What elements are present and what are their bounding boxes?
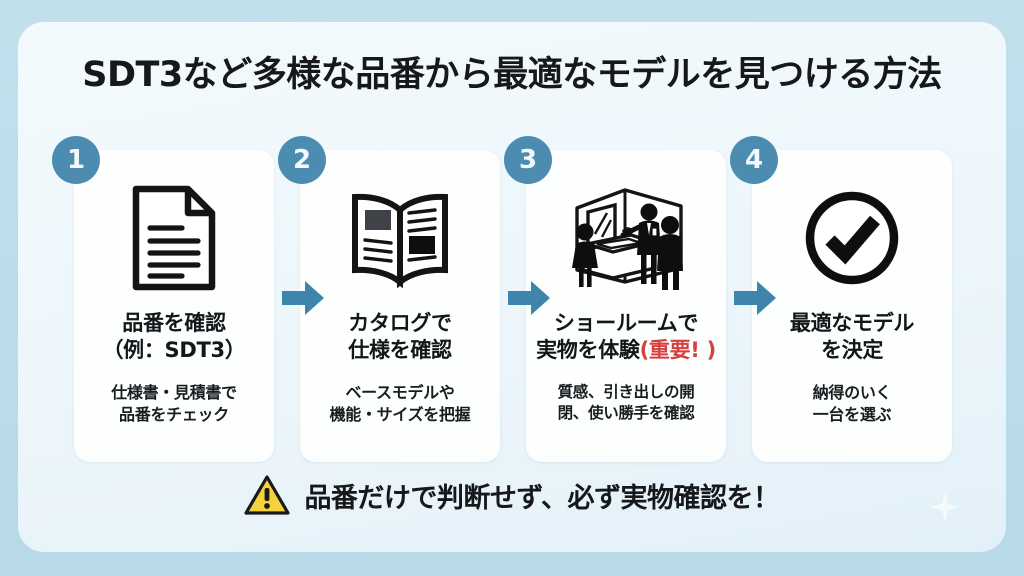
step-card-1[interactable]: 1 品番を確認 （例：SDT3）	[52, 136, 274, 462]
step-heading-line: ショールームで	[553, 311, 699, 335]
step-number-badge-2: 2	[278, 136, 326, 184]
warning-triangle-icon	[244, 475, 291, 515]
step-sub-line: 一台を選ぶ	[812, 405, 892, 425]
step-sub-line: 品番をチェック	[119, 405, 229, 425]
step-heading-1: 品番を確認 （例：SDT3）	[74, 310, 274, 365]
step-card-3[interactable]: 3	[504, 136, 726, 462]
step-heading-text: 実物を体験	[536, 338, 640, 363]
open-book-icon	[300, 178, 500, 298]
step-heading-4: 最適なモデル を決定	[752, 310, 952, 365]
steps-row: 1 品番を確認 （例：SDT3）	[48, 136, 978, 462]
step-card-4[interactable]: 4 最適なモデル を決定 納得のいく 一台を選ぶ	[730, 136, 952, 462]
step-sub-line: 質感、引き出しの開	[557, 383, 695, 401]
arrow-right-icon	[734, 281, 776, 315]
step-sub-line: 閉、使い勝手を確認	[557, 404, 695, 423]
step-number-badge-4: 4	[730, 136, 778, 184]
step-number-badge-1: 1	[52, 136, 100, 184]
step-sub-2: ベースモデルや 機能・サイズを把握	[300, 382, 500, 426]
step-heading-line: 品番を確認	[122, 311, 226, 335]
step-sub-line: ベースモデルや	[345, 383, 455, 402]
check-circle-icon	[752, 178, 952, 298]
footer-warning-text: 品番だけで判断せず、必ず実物確認を！	[304, 482, 780, 514]
step-number-badge-3: 3	[504, 136, 552, 184]
showroom-icon	[526, 178, 726, 298]
step-heading-line: カタログで	[348, 311, 452, 335]
step-sub-line: 納得のいく	[812, 383, 892, 402]
arrow-right-icon	[508, 281, 550, 315]
step-heading-line-with-emphasis: 実物を体験(重要! )	[526, 337, 726, 364]
document-icon	[74, 178, 274, 298]
step-heading-line: 最適なモデル	[789, 311, 915, 335]
step-heading-3: ショールームで 実物を体験(重要! )	[526, 310, 726, 365]
step-sub-3: 質感、引き出しの開 閉、使い勝手を確認	[526, 382, 726, 425]
step-card-2[interactable]: 2	[278, 136, 500, 462]
footer-warning: 品番だけで判断せず、必ず実物確認を！	[0, 474, 1024, 516]
page-title: SDT3など多様な品番から最適なモデルを見つける方法	[82, 55, 942, 95]
step-sub-line: 機能・サイズを把握	[329, 405, 471, 425]
step-sub-1: 仕様書・見積書で 品番をチェック	[74, 382, 274, 426]
step-sub-4: 納得のいく 一台を選ぶ	[752, 382, 952, 426]
step-heading-emphasis: (重要! )	[639, 338, 717, 363]
step-heading-line: 仕様を確認	[348, 338, 452, 363]
step-sub-line: 仕様書・見積書で	[111, 383, 237, 402]
arrow-right-icon	[282, 281, 324, 315]
step-heading-line: （例：SDT3）	[102, 338, 246, 363]
step-heading-2: カタログで 仕様を確認	[300, 310, 500, 365]
step-heading-line: を決定	[820, 338, 884, 363]
